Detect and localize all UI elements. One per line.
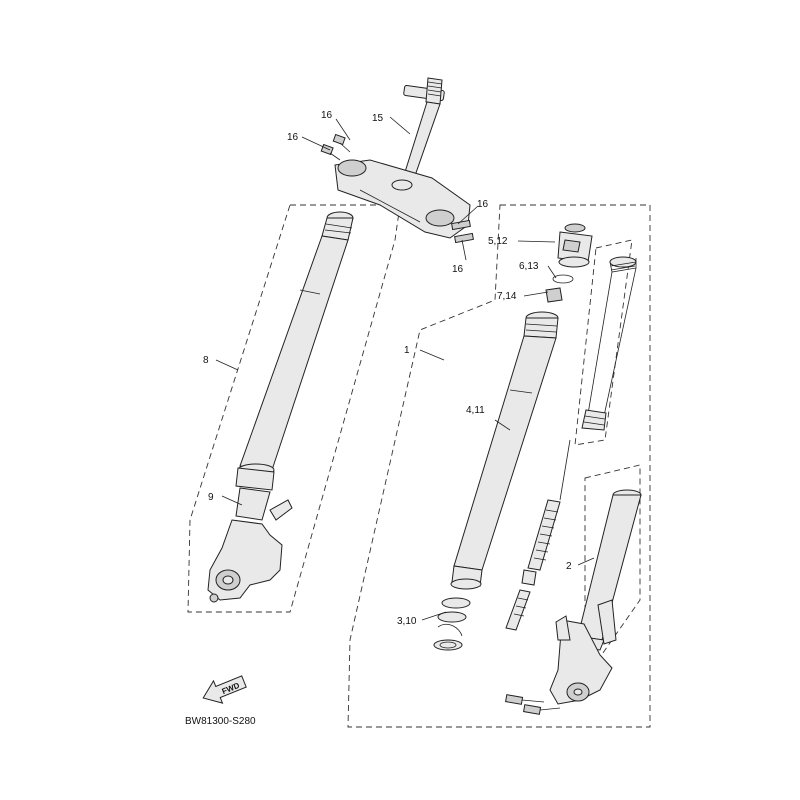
bolt-group-upper	[320, 133, 351, 161]
callout-16-b: 16	[287, 132, 299, 143]
callout-16-d: 16	[452, 264, 464, 275]
oil-seal-set	[433, 597, 471, 651]
callout-9: 9	[208, 492, 214, 503]
spring-seat-washer	[545, 287, 563, 303]
callout-4-11: 4,11	[466, 405, 485, 416]
lower-bracket	[334, 159, 471, 239]
callout-6-13: 6,13	[519, 261, 539, 272]
callout-16-c: 16	[477, 199, 489, 210]
spring-outline	[574, 239, 633, 446]
callout-16-a: 16	[321, 110, 333, 121]
callout-5-12: 5,12	[488, 236, 508, 247]
fork-spring	[581, 256, 637, 431]
callout-15: 15	[372, 113, 384, 124]
callout-3-10: 3,10	[397, 616, 417, 627]
damper-rod	[505, 439, 571, 631]
right-bracket-bolts	[505, 694, 561, 715]
o-ring	[552, 274, 574, 284]
left-fork-tube	[239, 211, 354, 471]
callout-7-14: 7,14	[497, 291, 517, 302]
fork-cap-bolt	[557, 223, 593, 268]
right-fork-bottom	[450, 565, 483, 590]
leader-lines	[215, 116, 595, 621]
drawing-code: BW81300-S280	[185, 716, 256, 727]
right-fork-inner-tube	[453, 311, 559, 571]
fwd-arrow: FWD	[202, 675, 247, 704]
callout-8: 8	[203, 355, 209, 366]
right-axle-bracket	[549, 599, 617, 705]
left-axle-bracket	[207, 499, 293, 603]
left-fork-outer-tube	[235, 463, 275, 521]
callout-2: 2	[566, 561, 572, 572]
assembly-8-outline	[187, 204, 401, 613]
callout-1: 1	[404, 345, 410, 356]
